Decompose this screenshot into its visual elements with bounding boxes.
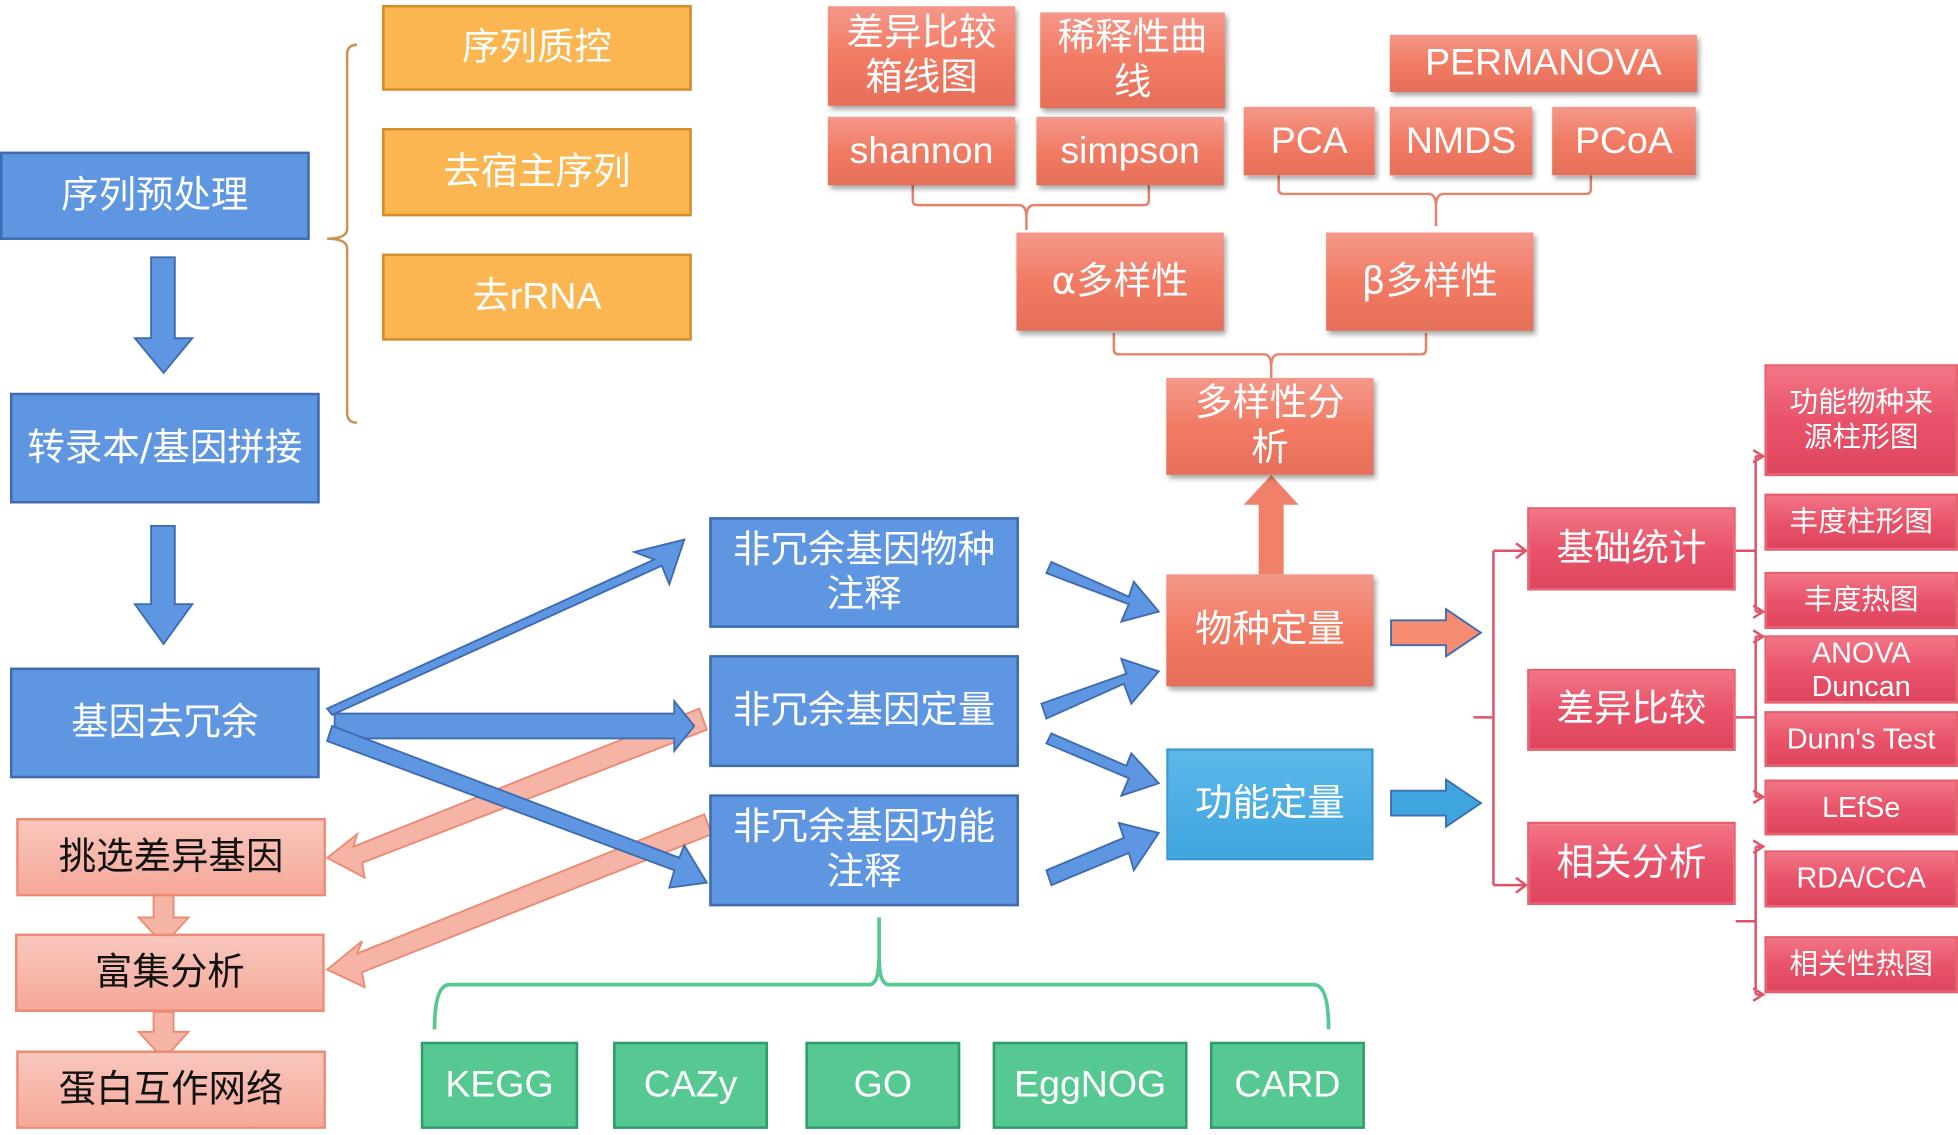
arrow-func-to-enrich (325, 813, 713, 989)
arrow-species-to-diversity (1243, 474, 1299, 575)
diff-item-anova[interactable]: ANOVA Duncan (1764, 635, 1958, 704)
select-genes-box[interactable]: 挑选差异基因 (16, 818, 326, 897)
beta-bracket (1277, 175, 1593, 227)
arrow-preprocess-down (132, 256, 195, 375)
alpha-simpson[interactable]: simpson (1036, 116, 1224, 186)
db-cazy[interactable]: CAZy (613, 1041, 768, 1129)
database-bracket (432, 917, 1331, 1030)
enrichment-box[interactable]: 富集分析 (14, 933, 325, 1012)
beta-pcoa[interactable]: PCoA (1552, 106, 1696, 176)
beta-diversity-box[interactable]: β多样性 (1326, 232, 1534, 331)
species-annotation-box[interactable]: 非冗余基因物种 注释 (709, 517, 1019, 628)
diff-item-dunn[interactable]: Dunn's Test (1764, 711, 1958, 768)
arrow-species-to-analysis (1390, 607, 1483, 659)
alpha-rarefaction[interactable]: 稀释性曲 线 (1040, 12, 1225, 109)
category-differential[interactable]: 差异比较 (1527, 668, 1736, 751)
blue-arrows (132, 256, 1161, 889)
arrow-dedup-to-func (325, 724, 709, 889)
preprocess-step-rrna[interactable]: 去rRNA (382, 253, 692, 341)
arrow-quant-to-fq (1045, 732, 1161, 798)
ppi-box[interactable]: 蛋白互作网络 (16, 1050, 326, 1129)
function-annotation-box[interactable]: 非冗余基因功能 注释 (709, 794, 1019, 907)
species-quant-box[interactable]: 物种定量 (1166, 574, 1374, 687)
preprocess-step-qc[interactable]: 序列质控 (382, 4, 692, 91)
db-eggnog[interactable]: EggNOG (992, 1041, 1188, 1129)
db-go[interactable]: GO (805, 1041, 961, 1129)
alpha-diversity-box[interactable]: α多样性 (1016, 232, 1224, 331)
function-quant-box[interactable]: 功能定量 (1166, 748, 1374, 861)
category-basic-stats[interactable]: 基础统计 (1527, 507, 1736, 591)
diversity-bracket (1112, 333, 1428, 380)
preprocess-bracket (327, 43, 358, 424)
arrow-dedup-to-species (325, 538, 686, 716)
diff-item-lefse[interactable]: LEfSe (1764, 779, 1958, 836)
arrow-species-to-sq (1045, 560, 1161, 623)
arrow-func-to-fq (1045, 821, 1161, 887)
alpha-boxplot[interactable]: 差异比较 箱线图 (827, 6, 1016, 106)
db-card[interactable]: CARD (1209, 1041, 1365, 1129)
analysis-brackets (1473, 448, 1766, 1002)
arrow-function-to-analysis (1390, 777, 1483, 829)
pink-arrows (136, 707, 713, 1061)
corr-item-rda[interactable]: RDA/CCA (1764, 850, 1958, 908)
arrow-quant-to-sq (1040, 657, 1161, 720)
arrow-assembly-down (133, 524, 195, 646)
arrow-select-to-enrich (136, 891, 191, 947)
gene-quant-box[interactable]: 非冗余基因定量 (709, 655, 1019, 768)
alpha-bracket (911, 185, 1151, 230)
category-correlation[interactable]: 相关分析 (1527, 821, 1736, 906)
beta-pca[interactable]: PCA (1243, 106, 1375, 176)
beta-permanova[interactable]: PERMANOVA (1389, 34, 1697, 92)
arrow-enrich-to-ppi (136, 1011, 191, 1061)
preprocess-box[interactable]: 序列预处理 (0, 151, 310, 240)
diversity-box[interactable]: 多样性分 析 (1166, 377, 1374, 475)
dedup-box[interactable]: 基因去冗余 (9, 667, 320, 779)
corr-item-heatmap[interactable]: 相关性热图 (1764, 936, 1958, 994)
alpha-shannon[interactable]: shannon (827, 116, 1016, 186)
preprocess-step-host[interactable]: 去宿主序列 (382, 128, 692, 217)
basic-item-source-bar[interactable]: 功能物种来 源柱形图 (1764, 364, 1958, 477)
arrow-dedup-to-quant (333, 698, 696, 754)
basic-item-heatmap[interactable]: 丰度热图 (1764, 571, 1958, 630)
beta-nmds[interactable]: NMDS (1389, 106, 1533, 176)
db-kegg[interactable]: KEGG (420, 1041, 579, 1129)
assembly-box[interactable]: 转录本/基因拼接 (9, 392, 320, 504)
basic-item-abundance-bar[interactable]: 丰度柱形图 (1764, 493, 1958, 551)
